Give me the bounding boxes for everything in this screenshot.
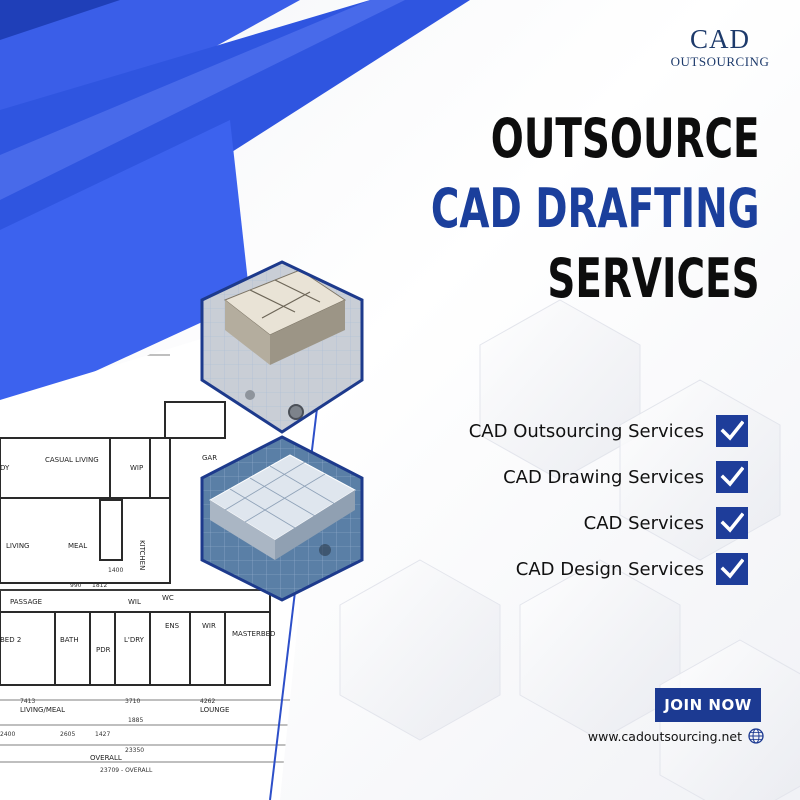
blue-diagonal-shapes xyxy=(0,0,470,415)
dimension-label: 990 xyxy=(70,582,82,589)
room-label: PASSAGE xyxy=(10,598,42,606)
dimension-label: 2400 xyxy=(0,731,15,738)
hexagon-image-bottom xyxy=(200,435,364,602)
dimension-label: 1812 xyxy=(92,582,107,589)
website-link[interactable]: www.cadoutsourcing.net xyxy=(588,728,764,744)
feature-label: CAD Services xyxy=(583,512,704,534)
globe-icon xyxy=(748,728,764,744)
dimension-label: 4262 xyxy=(200,698,215,705)
headline-line-2: CAD DRAFTING xyxy=(431,177,760,240)
room-label: BED 2 xyxy=(0,636,21,644)
room-label: WC xyxy=(162,594,174,602)
room-label: ENS xyxy=(165,622,180,630)
headline-line-3: SERVICES xyxy=(547,247,760,310)
room-label: OVERALL xyxy=(90,754,122,762)
room-label: GAR xyxy=(202,454,217,462)
feature-label: CAD Drawing Services xyxy=(503,466,704,488)
feature-item: CAD Outsourcing Services xyxy=(328,408,748,454)
headline-line-1: OUTSOURCE xyxy=(491,107,760,170)
dimension-label: 2605 xyxy=(60,731,75,738)
room-label: MASTERBED xyxy=(232,630,275,638)
feature-item: CAD Drawing Services xyxy=(328,454,748,500)
room-label: L'DRY xyxy=(124,636,145,644)
feature-label: CAD Design Services xyxy=(515,558,704,580)
join-now-button[interactable]: JOIN NOW xyxy=(655,688,761,722)
room-label: KITCHEN xyxy=(138,540,146,570)
room-label: MEAL xyxy=(68,542,87,550)
brand-name: CAD xyxy=(689,24,750,54)
room-label: WIL xyxy=(128,598,141,606)
headline: OUTSOURCE CAD DRAFTING SERVICES xyxy=(431,104,760,314)
room-label: PDR xyxy=(96,646,111,654)
checkmark-icon xyxy=(716,553,748,585)
dimension-label: 3710 xyxy=(125,698,140,705)
website-url[interactable]: www.cadoutsourcing.net xyxy=(587,728,742,744)
brand-tagline: OUTSOURCING xyxy=(670,54,770,69)
feature-list: CAD Outsourcing Services CAD Drawing Ser… xyxy=(328,408,748,592)
dimension-label: 1427 xyxy=(95,731,110,738)
room-label: DY xyxy=(0,464,10,472)
checkmark-icon xyxy=(716,507,748,539)
checkmark-icon xyxy=(716,415,748,447)
dimension-label: 23709 - OVERALL xyxy=(100,767,153,774)
checkmark-icon xyxy=(716,461,748,493)
room-label: LOUNGE xyxy=(200,706,229,714)
feature-item: CAD Design Services xyxy=(328,546,748,592)
brand-logo: CAD OUTSOURCING xyxy=(660,24,780,70)
room-label: BATH xyxy=(60,636,79,644)
room-label: LIVING xyxy=(6,542,29,550)
room-label: LIVING/MEAL xyxy=(20,706,65,714)
dimension-label: 1400 xyxy=(108,567,123,574)
dimension-label: 23350 xyxy=(125,747,144,754)
dimension-label: 7413 xyxy=(20,698,35,705)
feature-label: CAD Outsourcing Services xyxy=(468,420,704,442)
dimension-label: 1885 xyxy=(128,717,143,724)
room-label: WIP xyxy=(130,464,143,472)
feature-item: CAD Services xyxy=(328,500,748,546)
room-label: WIR xyxy=(202,622,216,630)
room-label: CASUAL LIVING xyxy=(45,456,99,464)
